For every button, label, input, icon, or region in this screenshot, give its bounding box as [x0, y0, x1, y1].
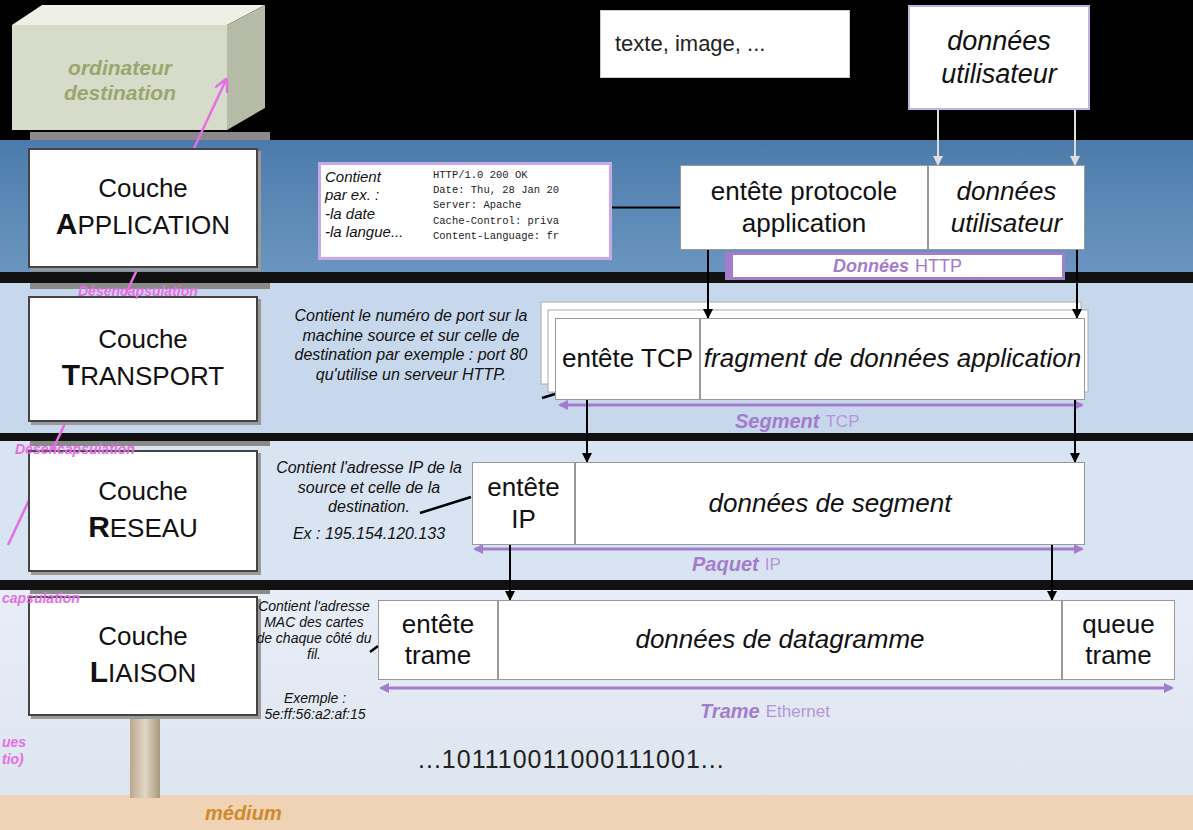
header-box: entête IP [472, 462, 575, 545]
layer-box: CoucheTRANSPORT [28, 296, 258, 422]
layer-note: capsulation [2, 591, 80, 605]
flow-arrow [1074, 400, 1076, 462]
node-text: par ex. : [325, 186, 433, 204]
header-box: entête protocole application [680, 165, 928, 250]
user-data-box: données utilisateur [908, 5, 1090, 110]
layer-box: CoucheAPPLICATION [28, 148, 258, 268]
node-text: entête TCP [562, 343, 693, 374]
input-box: texte, image, ... [600, 10, 850, 78]
leader-line [542, 394, 555, 398]
tab [30, 132, 270, 140]
bit-stream: ...101110011000111001... [418, 745, 725, 774]
layer-box: CoucheRESEAU [28, 450, 258, 572]
cable-pillar [130, 716, 160, 798]
node-text: HTTP [915, 256, 962, 277]
flow-arrow [707, 250, 709, 318]
node-text: données de segment [709, 488, 952, 519]
layer-box: CoucheLIAISON [28, 596, 258, 716]
annotation: Ex : 195.154.120.133 [266, 524, 472, 544]
medium-label: médium [205, 802, 282, 825]
span-protocol: TCP [825, 412, 859, 432]
data-box: données utilisateur [928, 165, 1085, 250]
header-box: entête trame [378, 600, 498, 680]
span-bracket [475, 548, 1082, 551]
leader-connector [612, 207, 680, 209]
span-bracket [381, 687, 1172, 690]
node-text: Données [833, 256, 909, 277]
span-name: Paquet [692, 553, 759, 576]
node-text: LIAISON [90, 653, 196, 692]
node-text: ordinateur destination [20, 55, 220, 105]
node-text: RESEAU [88, 508, 198, 547]
layer-note: ues [2, 735, 26, 749]
node-text: Contient [325, 168, 433, 186]
node-text: données utilisateur [929, 176, 1084, 238]
layer-note: tio) [2, 752, 24, 766]
node-text: texte, image, ... [615, 31, 765, 57]
node-text: queue trame [1063, 609, 1174, 671]
node-text: -la date [325, 205, 433, 223]
separator [0, 580, 1193, 590]
data-box: données de datagramme [498, 600, 1062, 680]
node-text: TRANSPORT [62, 356, 224, 395]
node-text: Couche [98, 475, 188, 509]
node-text: Couche [98, 323, 188, 357]
annotation: Contient l'adresse IP de la source et ce… [266, 458, 472, 517]
data-box: fragment de données application [700, 318, 1085, 400]
annotation: Contient l'adresse MAC des cartes de cha… [256, 598, 372, 662]
span-protocol: Ethernet [766, 702, 830, 722]
leader-line [370, 646, 378, 652]
node-text: entête trame [379, 609, 497, 671]
node-text: fragment de données application [704, 343, 1081, 374]
computer-label: ordinateur destination [20, 40, 220, 120]
span-name: Trame [700, 700, 760, 723]
span-name: Segment [735, 410, 819, 433]
layer-note: Désencapsulation [78, 284, 198, 298]
callout-notes: Contientpar ex. :-la date-la langue... [325, 168, 433, 241]
data-box: données de segment [575, 462, 1085, 545]
node-text: données de datagramme [635, 624, 924, 655]
node-text: Couche [98, 620, 188, 654]
computer-top [12, 5, 265, 25]
span-protocol: IP [765, 555, 781, 575]
flow-arrow [937, 110, 939, 165]
node-text: APPLICATION [56, 205, 230, 244]
node-text: données utilisateur [910, 25, 1088, 90]
node-text: Date: Thu, 28 Jan 20 [433, 183, 559, 198]
trailer-box: queue trame [1062, 600, 1175, 680]
flow-arrow [586, 400, 588, 462]
http-header-sample: HTTP/1.0 200 OKDate: Thu, 28 Jan 20Serve… [433, 168, 559, 244]
computer-side [227, 5, 265, 130]
node-text: entête protocole application [681, 176, 927, 238]
node-text: Cache-Control: priva [433, 214, 559, 229]
annotation: Exemple : 5e:ff:56:a2:af:15 [256, 690, 374, 722]
node-text: HTTP/1.0 200 OK [433, 168, 559, 183]
computer-front [12, 25, 227, 130]
layer-note: Désencapsulation [15, 442, 135, 456]
separator [0, 433, 1193, 441]
node-text: Server: Apache [433, 198, 559, 213]
medium-bar [0, 795, 1193, 830]
node-text: Content-Language: fr [433, 229, 559, 244]
annotation: Contient le numéro de port sur la machin… [280, 306, 542, 384]
flow-arrow [1051, 545, 1053, 600]
leader-line [420, 497, 471, 513]
callout-box: Contientpar ex. :-la date-la langue...HT… [318, 162, 612, 260]
span-bracket [560, 404, 1082, 407]
node-text: Couche [98, 172, 188, 206]
node-text: -la langue... [325, 223, 433, 241]
header-box: entête TCP [555, 318, 700, 400]
data-bar: Données HTTP [725, 252, 1065, 280]
flow-arrow [1074, 110, 1076, 165]
flow-arrow [1076, 250, 1078, 318]
node-text: entête IP [473, 472, 574, 534]
flow-arrow [509, 545, 511, 600]
